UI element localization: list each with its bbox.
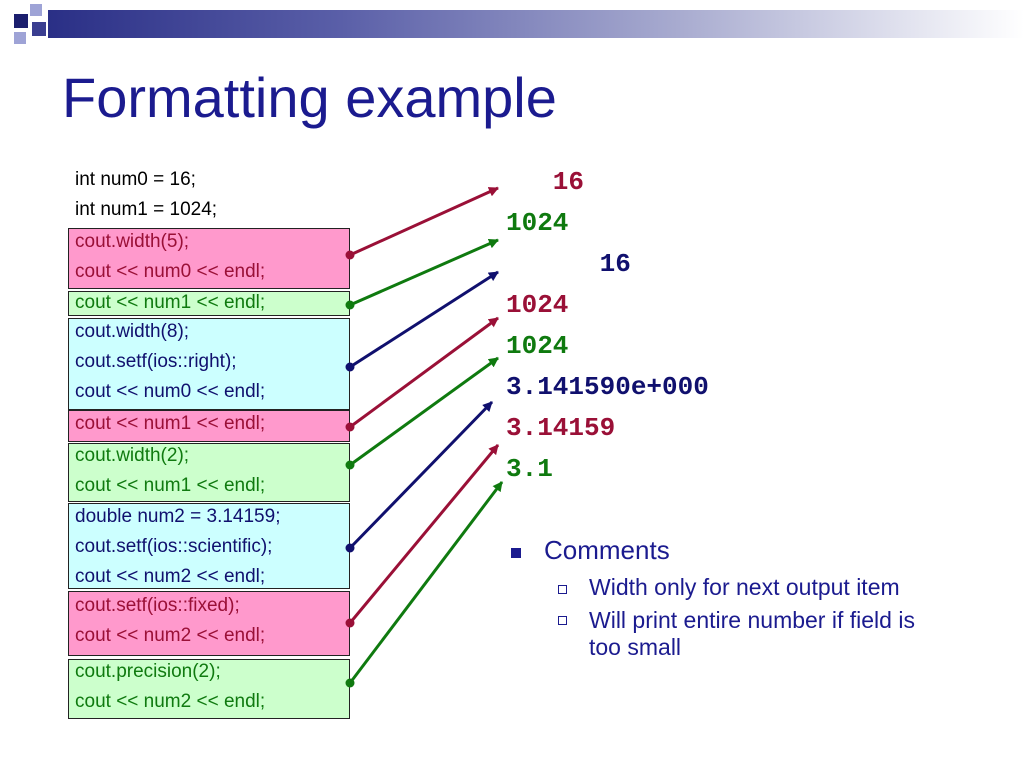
comment-item-1: Width only for next output item: [589, 574, 900, 600]
corner-square-lavender: [14, 32, 26, 44]
output-line-1: 16: [506, 167, 585, 197]
output-line-5: 1024: [506, 331, 569, 361]
hollow-square-bullet-icon: [558, 616, 567, 625]
code-line: cout.setf(ios::fixed);: [75, 595, 240, 616]
output-line-4: 1024: [506, 290, 569, 320]
code-line: cout << num1 << endl;: [75, 475, 266, 496]
code-block-7: cout.setf(ios::fixed); cout << num2 << e…: [68, 591, 350, 656]
code-line: cout << num0 << endl;: [75, 381, 266, 402]
arrow-8: [345, 481, 504, 688]
header-gradient-bar: [48, 10, 1024, 38]
comment-item-2-cont: too small: [589, 634, 682, 660]
code-line: cout << num1 << endl;: [75, 413, 266, 434]
code-line: cout.width(5);: [75, 231, 190, 252]
code-block-2: cout << num1 << endl;: [68, 291, 350, 316]
code-line: cout.setf(ios::scientific);: [75, 536, 273, 557]
code-line-num0-decl: int num0 = 16;: [75, 169, 196, 190]
code-line: cout << num2 << endl;: [75, 625, 266, 646]
code-line-num1-decl: int num1 = 1024;: [75, 199, 218, 220]
output-line-7: 3.14159: [506, 413, 616, 443]
arrow-1: [345, 186, 499, 260]
code-block-6: double num2 = 3.14159; cout.setf(ios::sc…: [68, 503, 350, 589]
code-line: cout.setf(ios::right);: [75, 351, 237, 372]
output-line-6: 3.141590e+000: [506, 372, 709, 402]
code-line: cout.precision(2);: [75, 661, 221, 682]
arrow-7: [345, 444, 500, 628]
code-block-4: cout << num1 << endl;: [68, 410, 350, 442]
code-block-3: cout.width(8); cout.setf(ios::right); co…: [68, 318, 350, 410]
code-line: cout << num2 << endl;: [75, 566, 266, 587]
comments-heading: Comments: [544, 535, 670, 565]
corner-square-lavender: [30, 4, 42, 16]
comment-item-2: Will print entire number if field is: [589, 607, 915, 633]
slide-title: Formatting example: [62, 66, 557, 129]
corner-square-navy: [14, 14, 28, 28]
output-line-8: 3.1: [506, 454, 553, 484]
arrow-6: [345, 400, 494, 553]
corner-square-navy: [32, 22, 46, 36]
arrow-5: [345, 356, 499, 470]
code-block-1: cout.width(5); cout << num0 << endl;: [68, 228, 350, 289]
code-block-5: cout.width(2); cout << num1 << endl;: [68, 443, 350, 502]
code-line: cout << num0 << endl;: [75, 261, 266, 282]
code-block-8: cout.precision(2); cout << num2 << endl;: [68, 659, 350, 719]
output-line-3: 16: [506, 249, 631, 279]
code-line: double num2 = 3.14159;: [75, 506, 281, 527]
code-line: cout.width(2);: [75, 445, 190, 466]
arrow-3: [345, 270, 499, 372]
code-line: cout << num1 << endl;: [75, 292, 266, 313]
code-line: cout << num2 << endl;: [75, 691, 266, 712]
square-bullet-icon: [511, 548, 521, 558]
arrow-2: [345, 238, 499, 310]
hollow-square-bullet-icon: [558, 585, 567, 594]
output-line-2: 1024: [506, 208, 569, 238]
arrow-4: [345, 316, 499, 432]
code-line: cout.width(8);: [75, 321, 190, 342]
